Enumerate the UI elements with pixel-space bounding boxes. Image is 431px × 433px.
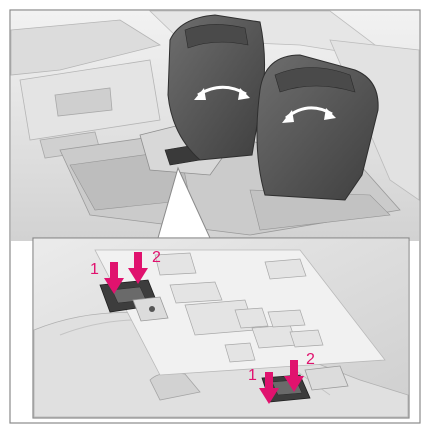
console-button[interactable] — [265, 259, 306, 279]
console-button[interactable] — [225, 343, 255, 362]
console-button[interactable] — [268, 310, 305, 327]
step-label-1-lower: 1 — [248, 368, 257, 384]
step-label-1-upper: 1 — [90, 262, 99, 278]
console-button[interactable] — [252, 325, 297, 348]
console-button[interactable] — [155, 253, 196, 275]
step-label-2-lower: 2 — [306, 352, 315, 368]
console-button[interactable] — [170, 282, 222, 303]
console-button[interactable] — [290, 330, 323, 347]
console-button[interactable] — [235, 308, 268, 328]
step-label-2-upper: 2 — [152, 250, 161, 266]
right-aux-button[interactable] — [305, 366, 348, 390]
